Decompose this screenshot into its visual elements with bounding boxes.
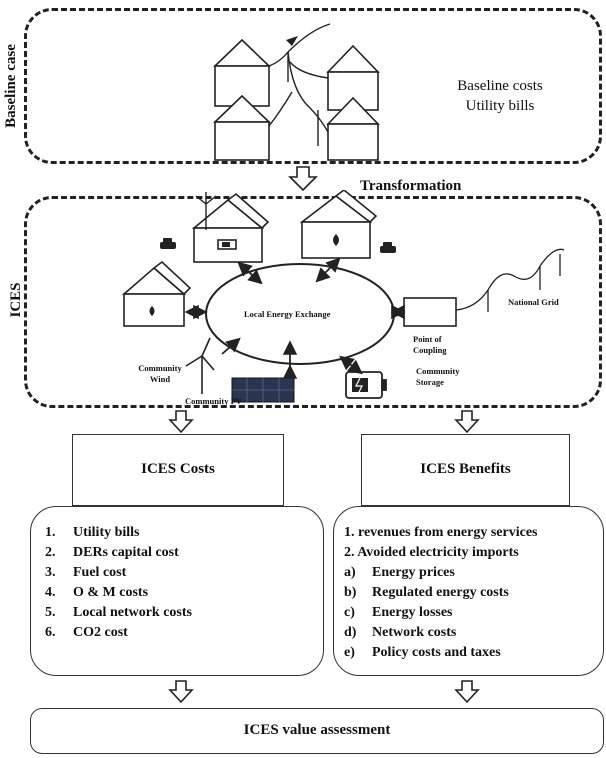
benefit-subitems: a)Energy prices b)Regulated energy costs… [344,563,537,663]
benefits-list-box: 1. revenues from energy services 2. Avoi… [333,506,604,676]
poc-line2: Coupling [413,345,447,355]
costs-list: 1.Utility bills 2.DERs capital cost 3.Fu… [45,523,192,643]
list-item: 6.CO2 cost [45,625,128,640]
community-storage-label: Community Storage [416,366,459,388]
arrow-ices-to-benefits [454,410,480,434]
arrow-benefits-to-assessment [454,680,480,704]
community-pv-label: Community PV [185,396,242,406]
arrow-baseline-to-ices [288,166,318,192]
arrow-ices-to-costs [168,410,194,434]
baseline-costs-line1: Baseline costs [457,78,543,94]
baseline-houses-illustration [213,23,380,161]
benefits-title: ICES Benefits [420,461,511,477]
storage-line1: Community [416,366,460,376]
list-item: 4.O & M costs [45,585,149,600]
list-item: 2.DERs capital cost [45,545,179,560]
list-item: a)Energy prices [344,565,455,580]
national-grid-label: National Grid [508,297,559,307]
list-item: 3.Fuel cost [45,565,127,580]
house-flame-top [299,190,378,259]
costs-header-box: ICES Costs [72,434,284,506]
baseline-costs-line2: Utility bills [465,98,535,114]
storage-line2: Storage [416,377,444,387]
assessment-title: ICES value assessment [243,722,391,738]
baseline-case-label: Baseline case [3,44,19,128]
list-item: e)Policy costs and taxes [344,645,501,660]
list-item: b)Regulated energy costs [344,585,509,600]
assessment-box: ICES value assessment [30,708,604,754]
costs-list-box: 1.Utility bills 2.DERs capital cost 3.Fu… [30,506,324,676]
ices-label: ICES [8,282,24,318]
wind-line1: Community [138,363,182,373]
ices-network-illustration [121,190,565,403]
poc-line1: Point of [413,334,442,344]
list-item: c)Energy losses [344,605,453,620]
benefit-item-1: 1. revenues from energy services [344,525,538,540]
ices-box [24,196,602,408]
exchange-label: Local Energy Exchange [244,309,331,319]
list-item: d)Network costs [344,625,457,640]
baseline-costs-text: Baseline costs Utility bills [430,76,570,116]
point-of-coupling-label: Point of Coupling [413,334,447,356]
house-flame-left [121,260,192,327]
list-item: 1.Utility bills [45,525,140,540]
wind-line2: Wind [149,374,171,384]
house-battery [191,192,270,263]
baseline-case-box [24,8,602,164]
benefits-header-box: ICES Benefits [361,434,570,506]
list-item: 5.Local network costs [45,605,192,620]
transformation-label: Transformation [360,178,462,194]
costs-title: ICES Costs [141,461,215,477]
benefit-item-2: 2. Avoided electricity imports [344,545,519,560]
benefits-list: 1. revenues from energy services 2. Avoi… [344,523,537,663]
community-wind-label: Community Wind [130,363,190,385]
arrow-costs-to-assessment [168,680,194,704]
